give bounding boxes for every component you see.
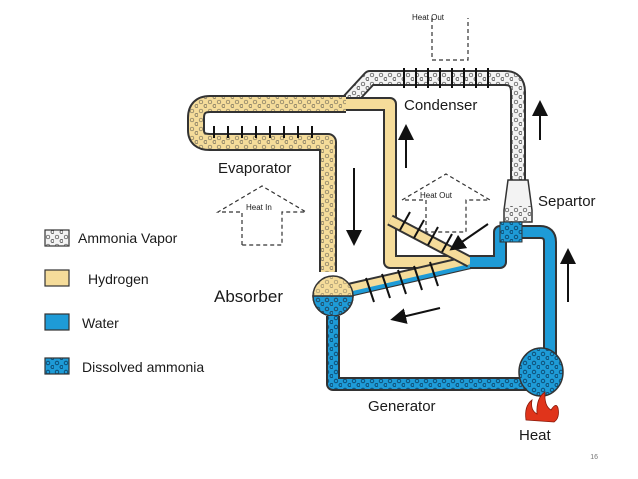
heat-in-label: Heat In [246,203,272,212]
legend-label: Ammonia Vapor [78,230,178,246]
condenser-tube [340,70,526,182]
separator-label: Separtor [538,193,596,210]
heat-label: Heat [519,427,552,444]
flame-icon [525,391,559,423]
separator-vessel [503,179,533,223]
heat-out-mid-arrow [399,173,493,233]
legend-item: Water [44,313,119,331]
heat-out-top-label: Heat Out [412,13,445,22]
condenser-label: Condenser [404,97,477,114]
absorber-label: Absorber [214,287,283,306]
flow-arrows [346,100,576,324]
generator-label: Generator [368,398,436,415]
legend-label: Water [82,315,119,331]
heat-in-arrow [215,185,309,246]
legend-label: Dissolved ammonia [82,359,204,375]
hydrogen-tube [187,95,460,272]
legend-item: Ammonia Vapor [44,229,178,247]
condenser-fins [403,68,489,88]
legend-label: Hydrogen [88,271,149,287]
generator-vessel [518,347,564,397]
water-swatch [44,313,70,331]
legend-item: Hydrogen [44,269,149,287]
hydrogen-swatch [44,269,70,287]
evaporator-fins [213,126,313,138]
heat-out-top-arrow [431,18,469,61]
slide-number: 16 [590,454,598,461]
absorber-vessel [312,275,354,317]
evaporator-label: Evaporator [218,160,291,177]
dissolved-ammonia-swatch [44,357,70,375]
legend-item: Dissolved ammonia [44,357,204,375]
legend: Ammonia Vapor Hydrogen Water Dissolved a… [44,229,204,375]
heat-out-mid-label: Heat Out [420,191,453,200]
water-tube [326,221,557,391]
absorber-fins [365,211,453,303]
